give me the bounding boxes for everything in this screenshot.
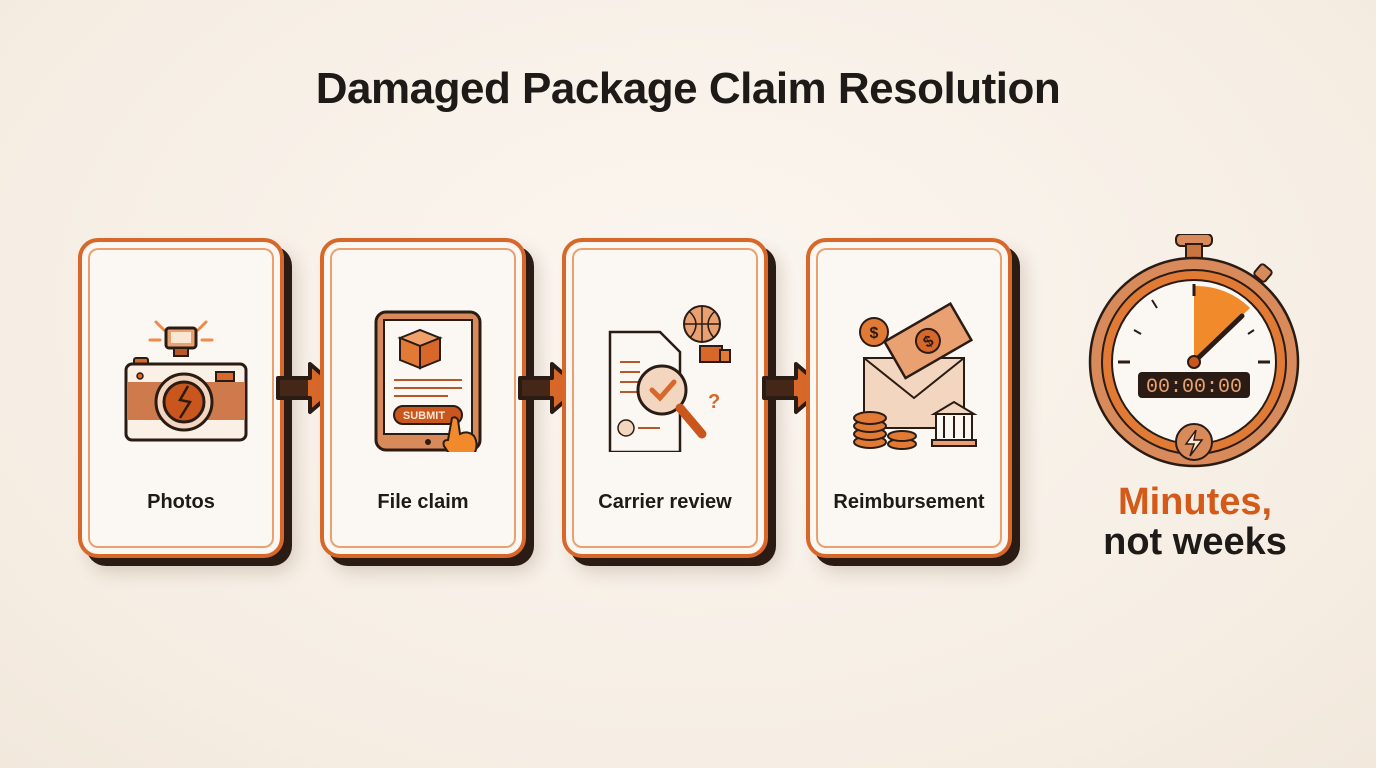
svg-text:00:00:00: 00:00:00 — [1146, 376, 1242, 399]
tagline-line2: not weeks — [1103, 521, 1287, 563]
tagline-line1: Minutes, — [1117, 481, 1273, 523]
page-title: Damaged Package Claim Resolution — [315, 64, 1061, 113]
svg-text:$: $ — [870, 325, 879, 342]
step-card-file-claim: SUBMIT File claim — [320, 238, 526, 558]
step-card-carrier-review: ? Carrier review — [562, 238, 768, 558]
step-label: Reimbursement — [833, 491, 985, 513]
stopwatch-icon: 00:00:00 — [1088, 234, 1300, 468]
tablet-submit-icon: SUBMIT — [374, 310, 482, 452]
svg-text:?: ? — [708, 391, 720, 413]
step-label: Carrier review — [598, 491, 732, 513]
svg-text:SUBMIT: SUBMIT — [403, 410, 445, 422]
step-card-photos: Photos — [78, 238, 284, 558]
step-card-reimbursement: $ $ Reimbursement — [806, 238, 1012, 558]
document-magnifier-check-icon: ? — [608, 305, 731, 452]
tagline: Minutes, not weeks — [1080, 482, 1310, 562]
step-label: Photos — [147, 491, 215, 513]
step-label: File claim — [377, 491, 469, 513]
money-envelope-bank-icon: $ $ — [853, 302, 978, 450]
broken-camera-icon — [124, 320, 248, 442]
